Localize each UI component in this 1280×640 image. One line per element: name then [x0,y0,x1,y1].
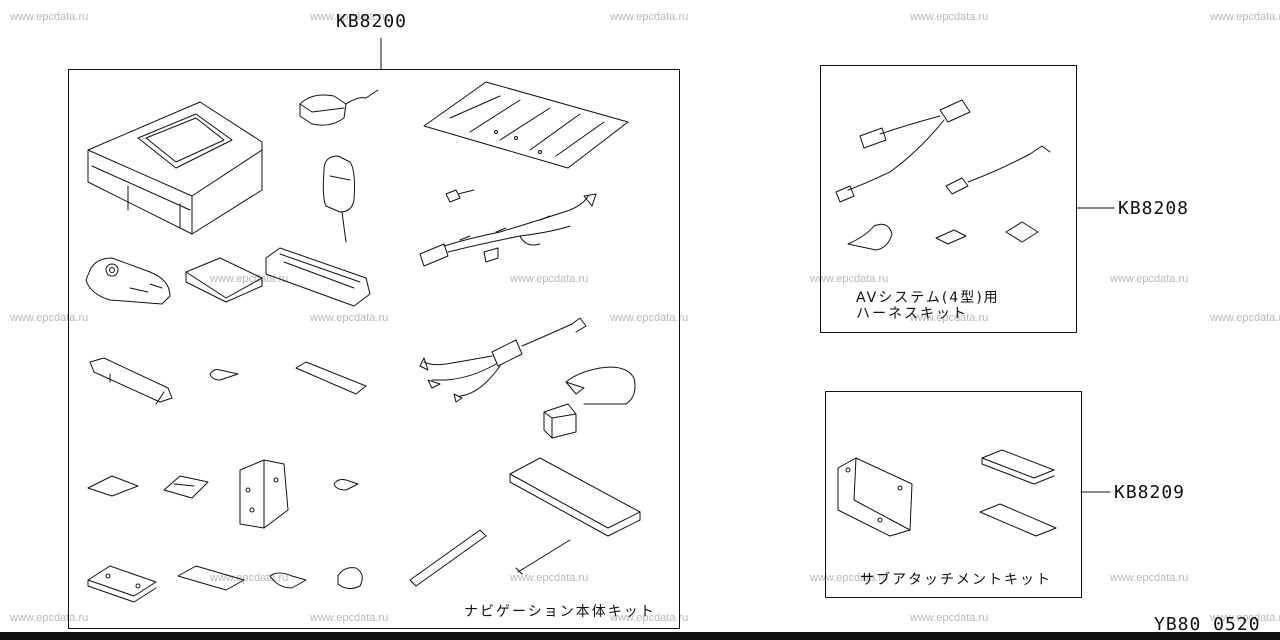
mounting-bracket-part [239,459,289,529]
clip-part [163,475,209,499]
watermark: www.epcdata.ru [910,11,989,23]
kit-box-kb8200 [68,69,680,629]
tape-strip-part [295,361,367,395]
kit-code-kb8209: KB8209 [1114,482,1186,503]
diagram-reference-code: YB80 0520 [1154,614,1261,635]
microphone-part [322,155,355,243]
kit-box-kb8209 [825,391,1082,598]
watermark: www.epcdata.ru [510,572,589,584]
kit-code-kb8208: KB8208 [1118,198,1190,219]
tape-strip-part [177,565,245,591]
pad-part [981,449,1055,485]
watermark: www.epcdata.ru [610,612,689,624]
watermark: www.epcdata.ru [910,312,989,324]
cable-tie-part [409,529,487,587]
watermark: www.epcdata.ru [610,11,689,23]
clip-part [1005,221,1039,243]
pad-part [935,229,967,245]
watermark: www.epcdata.ru [1210,11,1280,23]
kit-caption-kb8208-line1: AVシステム(4型)用 [856,290,1000,306]
watermark: www.epcdata.ru [310,312,389,324]
bolt-part [333,479,359,491]
mounting-rail-part [265,247,371,307]
grommet-part [337,567,363,590]
kit-box-kb8208 [820,65,1077,333]
watermark: www.epcdata.ru [810,572,889,584]
watermark: www.epcdata.ru [610,312,689,324]
bottom-border [0,632,1280,640]
harness-part [835,99,1051,203]
antenna-adapter-part [543,366,636,439]
navigation-unit-part [87,101,263,235]
instruction-sheet-part [423,81,629,169]
kit-caption-kb8200: ナビゲーション本体キット [464,604,656,620]
remote-control-part [85,257,171,305]
bracket-strip-part [89,357,173,405]
screw-part [209,369,239,381]
wiring-harness-part [419,193,597,267]
watermark: www.epcdata.ru [1210,312,1280,324]
kit-caption-kb8208-line2: ハーネスキット [856,306,968,322]
watermark: www.epcdata.ru [510,273,589,285]
watermark: www.epcdata.ru [810,273,889,285]
tape-strip-part [979,503,1057,537]
watermark: www.epcdata.ru [210,273,289,285]
gps-antenna-part [299,89,379,126]
probe-part [515,539,571,575]
watermark: www.epcdata.ru [210,572,289,584]
watermark: www.epcdata.ru [1110,572,1189,584]
holder-part [87,565,157,603]
watermark: www.epcdata.ru [310,612,389,624]
pad-part [185,257,263,303]
watermark: www.epcdata.ru [310,11,389,23]
pad-part [87,475,139,497]
adhesive-pad-part [509,457,641,537]
clip-part [269,572,307,589]
watermark: www.epcdata.ru [1110,273,1189,285]
attachment-bracket-part [837,457,913,537]
kit-caption-kb8209: サブアタッチメントキット [860,572,1052,588]
screw-part [445,189,475,203]
watermark: www.epcdata.ru [1210,612,1280,624]
av-harness-part [419,317,587,403]
watermark: www.epcdata.ru [910,612,989,624]
watermark: www.epcdata.ru [10,11,89,23]
connector-part [847,223,893,251]
kit-code-kb8200: KB8200 [336,11,408,32]
